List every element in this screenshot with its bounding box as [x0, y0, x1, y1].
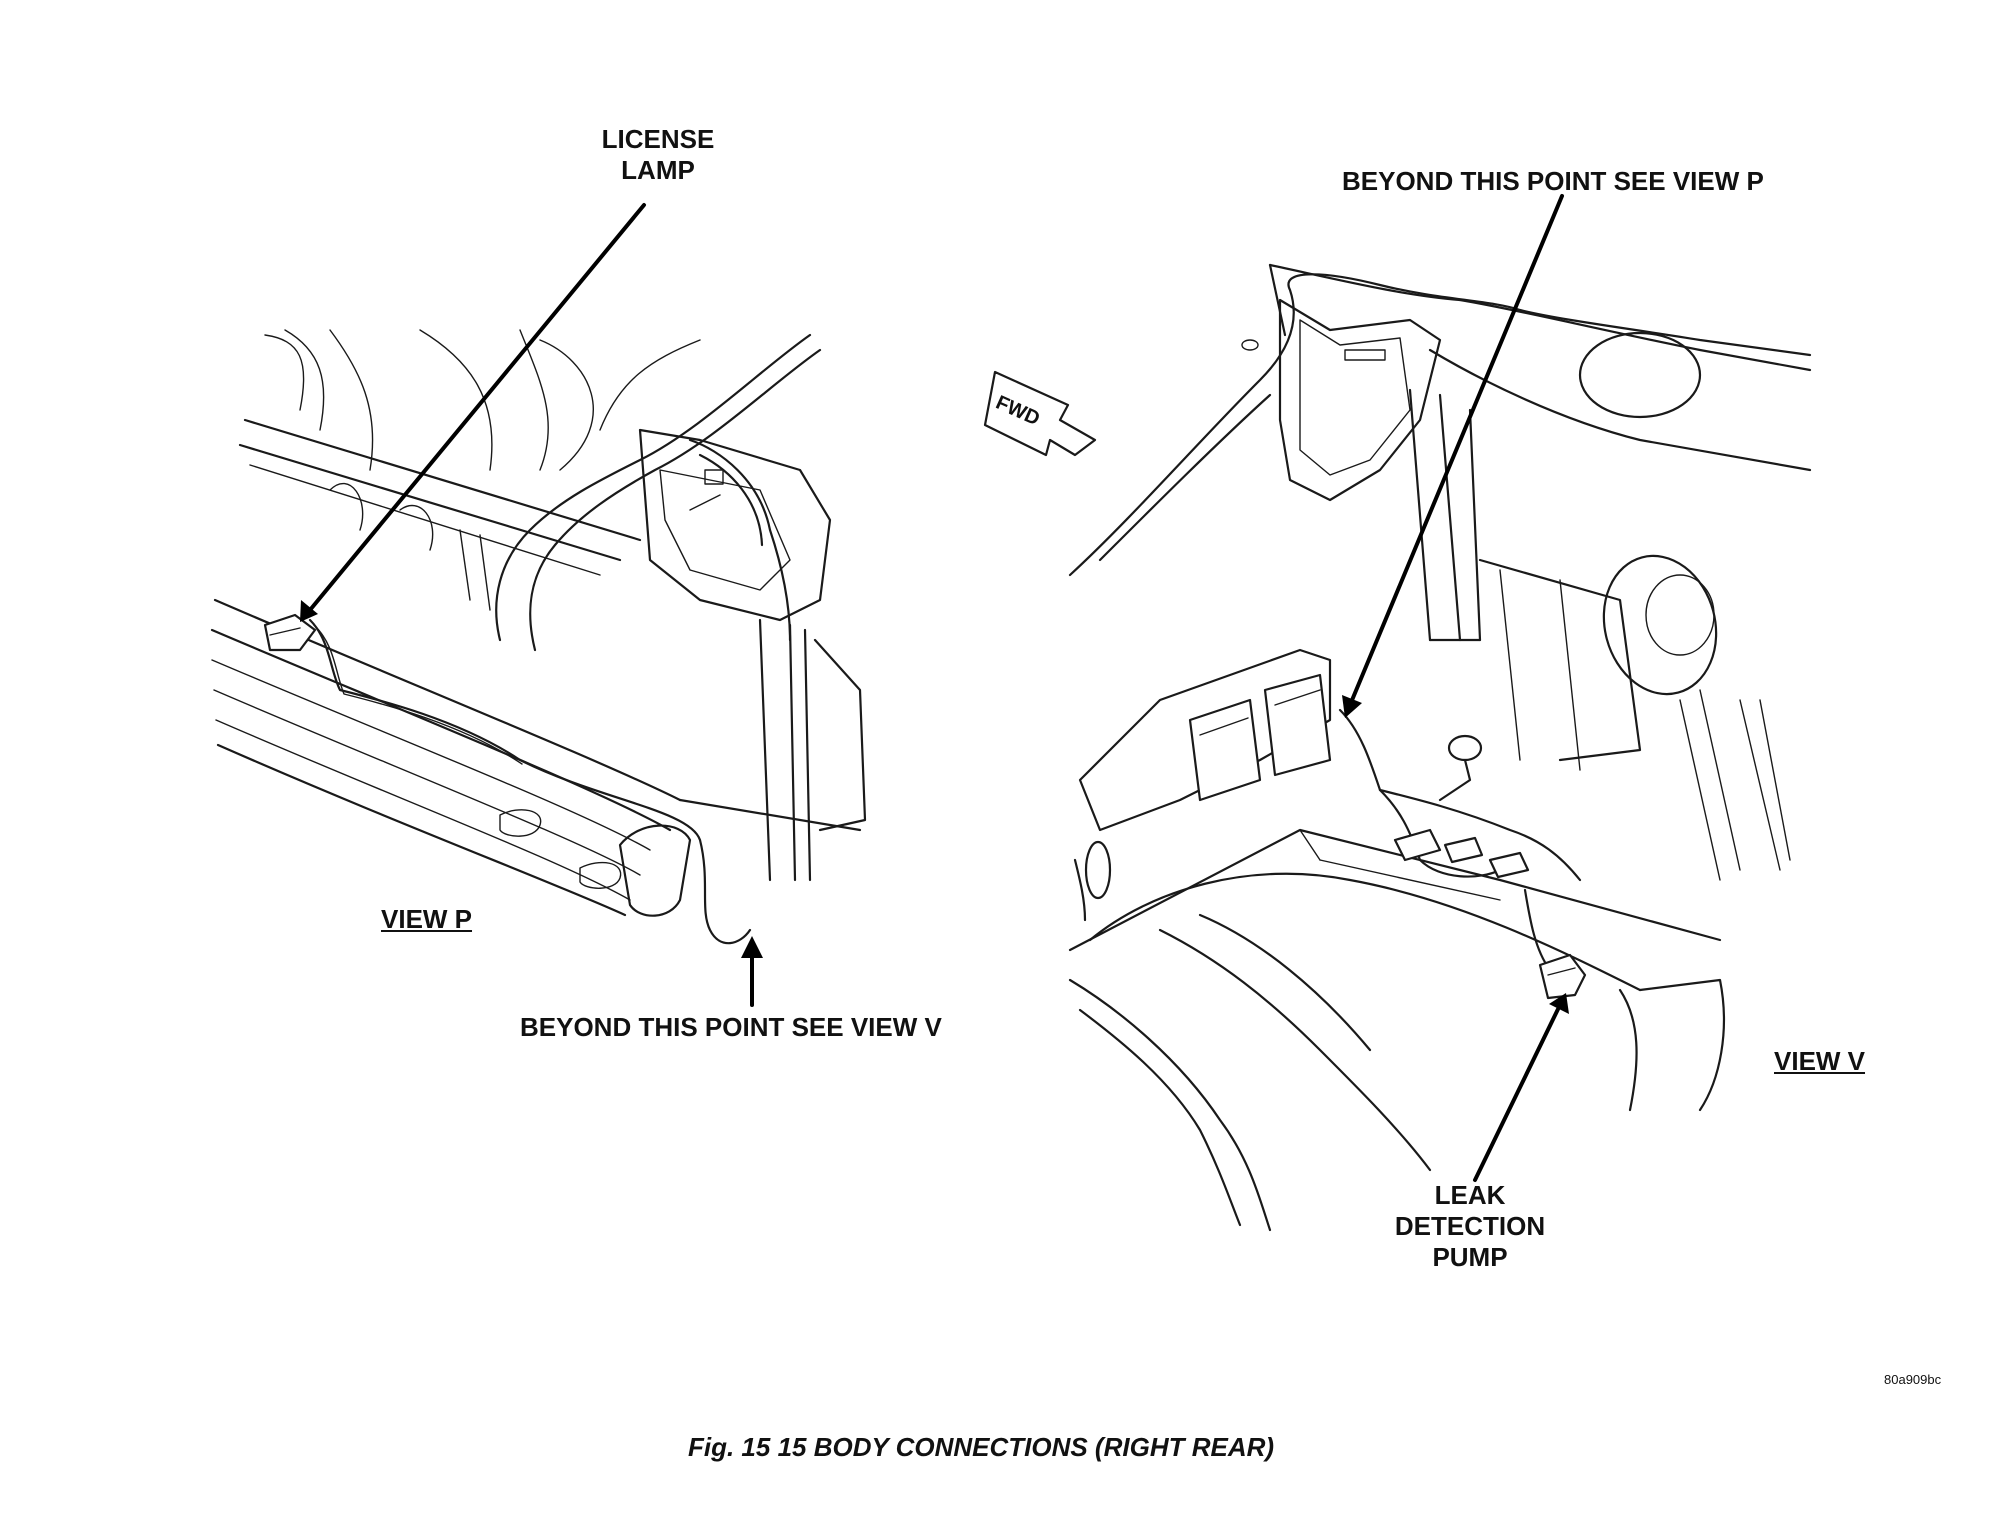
license-lamp-label: LICENSE LAMP — [578, 124, 738, 186]
view-p-drawing — [210, 329, 867, 945]
beyond-view-p-label: BEYOND THIS POINT SEE VIEW P — [1342, 166, 1764, 196]
leader-arrows — [300, 194, 1569, 1182]
leak-label-line3: PUMP — [1432, 1242, 1508, 1272]
leak-label-line2: DETECTION — [1394, 1211, 1546, 1241]
license-lamp-label-line2: LAMP — [621, 155, 695, 185]
view-v-label: VIEW V — [1774, 1046, 1866, 1076]
leak-detection-pump-label: LEAK DETECTION PUMP — [1370, 1180, 1570, 1273]
view-v-drawing — [983, 263, 1812, 1232]
license-lamp-label-line1: LICENSE — [601, 124, 715, 154]
leak-label-line1: LEAK — [1434, 1180, 1506, 1210]
figure-caption: Fig. 15 15 BODY CONNECTIONS (RIGHT REAR) — [688, 1432, 1275, 1462]
view-p-label: VIEW P — [381, 904, 473, 934]
fwd-arrow-outline — [983, 370, 1097, 457]
beyond-view-v-label: BEYOND THIS POINT SEE VIEW V — [520, 1012, 942, 1042]
figure-code: 80a909bc — [1884, 1372, 1942, 1387]
